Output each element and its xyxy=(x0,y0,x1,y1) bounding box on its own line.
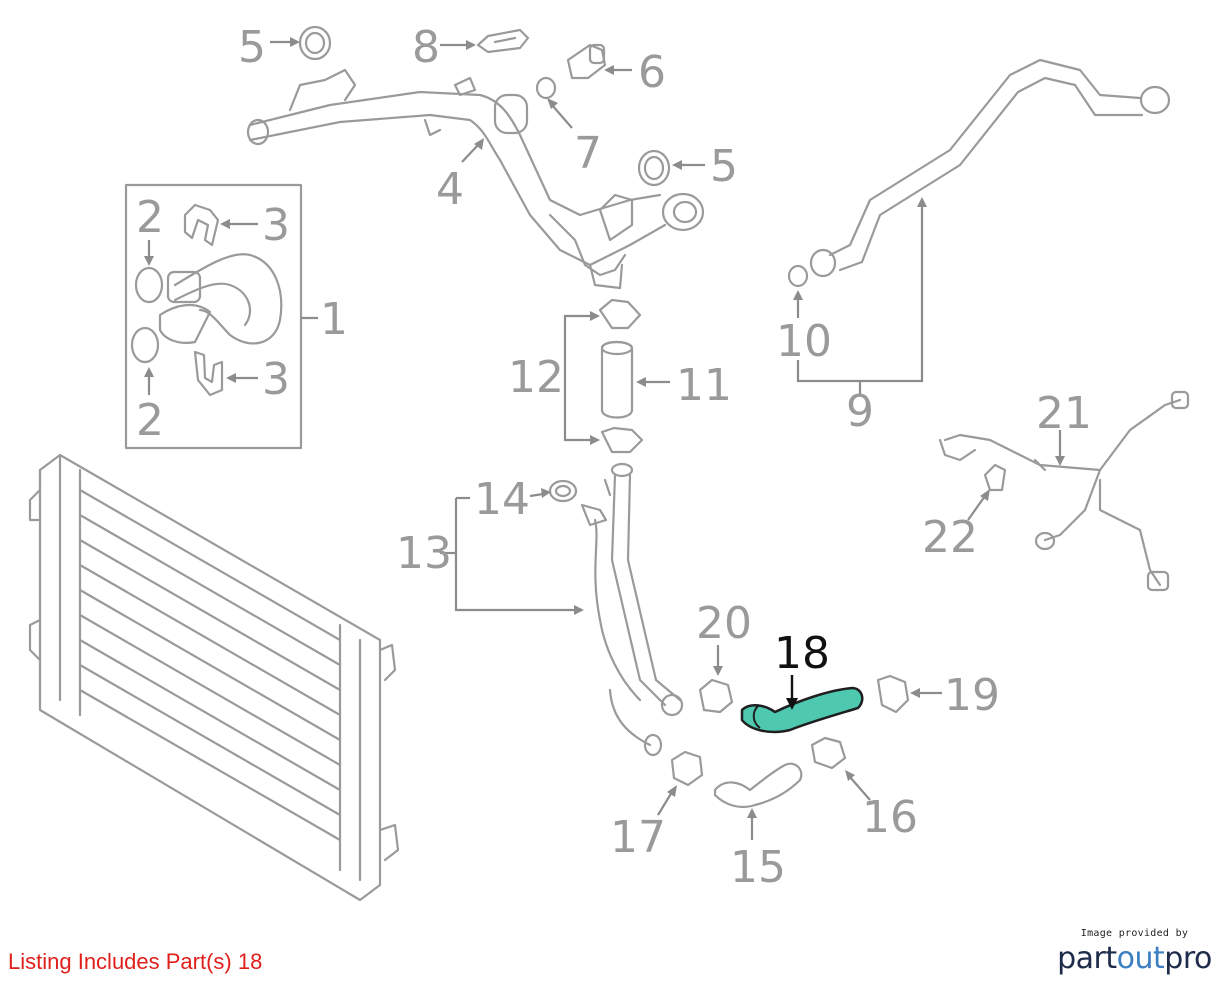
callout-3-bottom: 3 xyxy=(262,354,290,405)
part-16-clamp xyxy=(810,736,847,770)
part-9-pipe xyxy=(809,58,1171,278)
leader-lines xyxy=(144,37,1065,840)
callout-5-right: 5 xyxy=(710,141,738,192)
callout-16: 16 xyxy=(862,792,918,843)
callout-10: 10 xyxy=(776,316,832,367)
part-4-coolant-pipe xyxy=(246,68,705,290)
callout-19: 19 xyxy=(944,670,1000,721)
part-8-clip xyxy=(476,28,530,54)
callout-6: 6 xyxy=(638,47,666,98)
part-7-ring xyxy=(535,76,557,100)
callout-9: 9 xyxy=(846,386,874,437)
part-10-ring xyxy=(787,264,809,288)
leader-line-18 xyxy=(786,675,798,710)
callout-3-top: 3 xyxy=(262,200,290,251)
callout-5-top: 5 xyxy=(238,22,266,73)
part-15-hose xyxy=(713,762,803,809)
callout-14: 14 xyxy=(474,474,530,525)
part-22-clip xyxy=(983,463,1007,492)
logo-out: out xyxy=(1116,941,1165,976)
radiator xyxy=(28,453,400,902)
callout-2-top: 2 xyxy=(136,192,164,243)
part-21-harness xyxy=(938,390,1190,592)
part-11-hose xyxy=(600,340,634,419)
callout-4: 4 xyxy=(436,164,464,215)
credit-caption: Image provided by xyxy=(1080,928,1189,939)
part-5-ring-top xyxy=(298,25,332,61)
logo-pro: pro xyxy=(1164,941,1212,976)
part-5-ring-right xyxy=(637,149,671,187)
part-20-clamp xyxy=(698,678,734,714)
callout-1: 1 xyxy=(320,294,348,345)
partoutpro-logo: partoutpro xyxy=(1052,941,1217,976)
part-19-clamp xyxy=(876,674,910,714)
part-6-sensor xyxy=(566,43,607,80)
part-17-clamp xyxy=(670,750,704,787)
callout-21: 21 xyxy=(1036,388,1092,439)
callout-12: 12 xyxy=(508,352,564,403)
callout-18: 18 xyxy=(774,628,830,679)
callout-17: 17 xyxy=(610,812,666,863)
part-14-ring xyxy=(548,479,578,503)
image-credit: Image provided by partoutpro xyxy=(1052,928,1217,976)
listing-note: Listing Includes Part(s) 18 xyxy=(8,949,263,974)
logo-part: part xyxy=(1057,941,1117,976)
callout-8: 8 xyxy=(412,22,440,73)
part-1-group xyxy=(124,183,318,450)
callout-20: 20 xyxy=(696,598,752,649)
callout-11: 11 xyxy=(676,360,732,411)
callout-labels: 5 8 6 7 5 4 2 3 1 3 2 12 11 10 9 21 22 1… xyxy=(136,22,1092,893)
callout-2-bottom: 2 xyxy=(136,395,164,446)
callout-13: 13 xyxy=(396,528,452,579)
part-13-pipe xyxy=(580,462,684,757)
part-18-hose-highlighted xyxy=(740,686,864,734)
callout-7: 7 xyxy=(574,128,602,179)
callout-22: 22 xyxy=(922,512,978,563)
part-12-clamps xyxy=(563,298,644,454)
callout-15: 15 xyxy=(730,842,786,893)
